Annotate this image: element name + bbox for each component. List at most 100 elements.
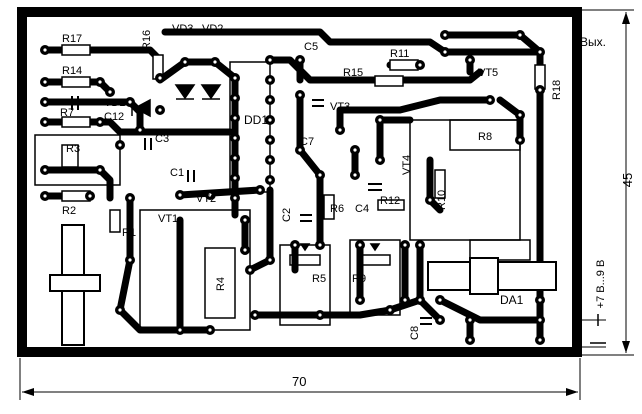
- pad-hole: [443, 50, 447, 54]
- label-vt1: VT1: [158, 213, 178, 225]
- pad-hole: [318, 243, 322, 247]
- pad-hole: [233, 156, 237, 160]
- pad-hole: [268, 138, 272, 142]
- pad-hole: [158, 76, 162, 80]
- label-r5: R5: [312, 273, 326, 285]
- pad-hole: [268, 178, 272, 182]
- pad-hole: [258, 188, 262, 192]
- label-da1: DA1: [500, 293, 524, 307]
- output-label: Вых.: [580, 35, 606, 49]
- pad-hole: [468, 338, 472, 342]
- label-r8: R8: [478, 131, 492, 143]
- pad-hole: [538, 298, 542, 302]
- pad-hole: [518, 113, 522, 117]
- label-vd2: VD2: [202, 23, 223, 35]
- pad-hole: [233, 76, 237, 80]
- height-dimension: 45: [580, 9, 635, 356]
- pad-hole: [233, 96, 237, 100]
- pad-hole: [443, 33, 447, 37]
- pad-hole: [128, 196, 132, 200]
- pad-hole: [178, 328, 182, 332]
- pad-hole: [468, 58, 472, 62]
- label-vt4: VT4: [401, 155, 413, 175]
- pads: [40, 30, 545, 345]
- pad-hole: [268, 258, 272, 262]
- pad-hole: [438, 318, 442, 322]
- pad-hole: [403, 298, 407, 302]
- pad-hole: [518, 138, 522, 142]
- label-r1: R1: [122, 227, 136, 239]
- pad-hole: [358, 298, 362, 302]
- label-r16: R16: [141, 30, 153, 50]
- pad-hole: [98, 120, 102, 124]
- pad-hole: [418, 63, 422, 67]
- pad-hole: [418, 298, 422, 302]
- da1-regulator: [427, 257, 557, 295]
- label-r2: R2: [62, 205, 76, 217]
- label-vt3: VT3: [330, 101, 350, 113]
- pad-hole: [128, 258, 132, 262]
- pad-hole: [428, 198, 432, 202]
- component-labels: R17 R16 VD3 VD2 C5 R11 R15 VT5 R18 R14 V…: [60, 23, 563, 340]
- pad-hole: [353, 173, 357, 177]
- label-r7: R7: [60, 107, 74, 119]
- label-c8: C8: [409, 326, 421, 340]
- pad-hole: [298, 93, 302, 97]
- pad-hole: [43, 194, 47, 198]
- label-dd1: DD1: [244, 113, 268, 127]
- label-c12: C12: [104, 111, 124, 123]
- pad-hole: [158, 108, 162, 112]
- pad-hole: [248, 268, 252, 272]
- pad-hole: [468, 318, 472, 322]
- pad-hole: [208, 328, 212, 332]
- label-r4: R4: [215, 277, 227, 291]
- pad-hole: [233, 196, 237, 200]
- label-r18: R18: [551, 80, 563, 100]
- width-dimension-label: 70: [292, 374, 306, 389]
- pad-hole: [298, 58, 302, 62]
- pad-hole: [88, 194, 92, 198]
- pad-hole: [108, 90, 112, 94]
- r9-area: [349, 239, 401, 316]
- r17-body: [61, 44, 91, 56]
- r15-body: [374, 75, 404, 87]
- pad-hole: [338, 128, 342, 132]
- r3-area: [34, 134, 121, 186]
- pad-hole: [418, 243, 422, 247]
- pad-hole: [183, 60, 187, 64]
- pad-hole: [128, 100, 132, 104]
- label-c7: C7: [300, 136, 314, 148]
- r3-body: [61, 144, 79, 168]
- trimmer-symbols: [289, 243, 391, 266]
- label-r15: R15: [343, 67, 363, 79]
- label-r3: R3: [66, 143, 80, 155]
- pad-hole: [178, 193, 182, 197]
- label-c4: C4: [355, 203, 369, 215]
- pad-hole: [388, 308, 392, 312]
- width-dimension: 70: [19, 358, 581, 400]
- pad-hole: [243, 248, 247, 252]
- label-vd3: VD3: [172, 23, 193, 35]
- pad-hole: [318, 173, 322, 177]
- label-c1: C1: [170, 167, 184, 179]
- r12-body: [377, 199, 405, 211]
- pad-hole: [98, 80, 102, 84]
- label-vt2: VT2: [196, 193, 216, 205]
- capacitors: [71, 96, 432, 325]
- r11-body: [389, 59, 419, 71]
- pad-hole: [243, 218, 247, 222]
- label-c5: C5: [304, 41, 318, 53]
- pad-hole: [518, 33, 522, 37]
- label-c2: C2: [281, 208, 293, 222]
- pad-hole: [43, 120, 47, 124]
- pad-hole: [268, 118, 272, 122]
- pad-hole: [43, 168, 47, 172]
- label-r10: R10: [436, 190, 448, 210]
- label-r17: R17: [62, 33, 82, 45]
- pad-hole: [208, 193, 212, 197]
- pad-hole: [538, 88, 542, 92]
- label-r6: R6: [330, 203, 344, 215]
- pad-hole: [378, 158, 382, 162]
- pad-hole: [118, 308, 122, 312]
